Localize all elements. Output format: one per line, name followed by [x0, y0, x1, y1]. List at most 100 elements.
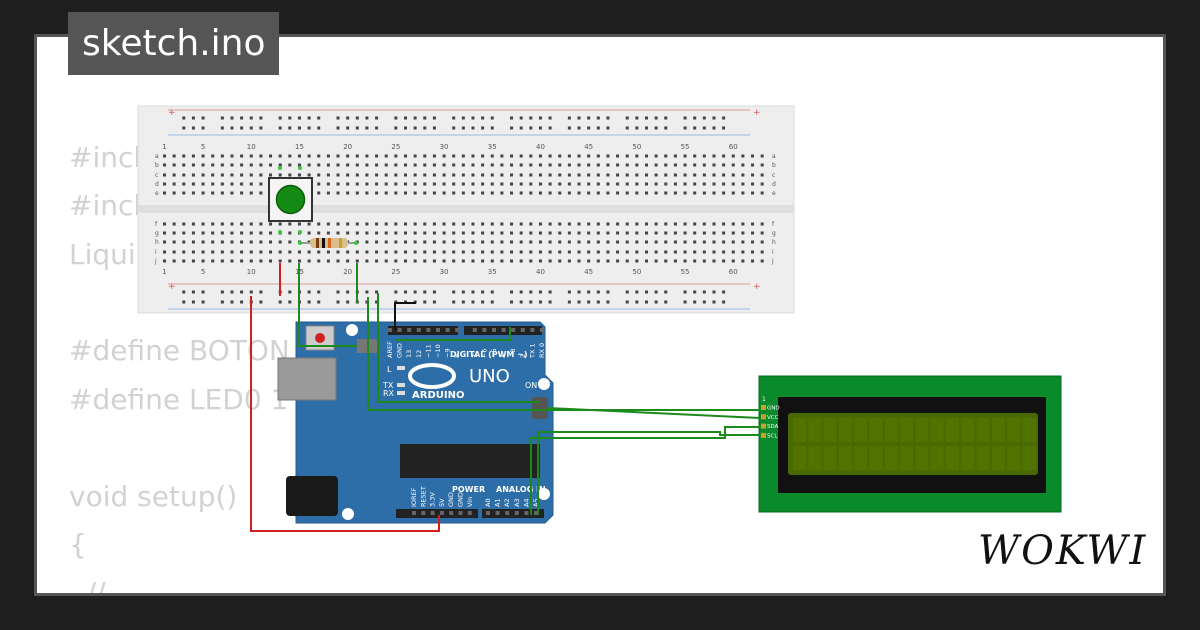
breadboard-hole[interactable] — [163, 222, 166, 226]
breadboard-hole[interactable] — [220, 191, 224, 195]
breadboard-hole[interactable] — [240, 191, 244, 195]
breadboard-hole[interactable] — [278, 163, 282, 167]
breadboard-hole[interactable] — [635, 191, 639, 195]
breadboard-hole[interactable] — [471, 231, 475, 235]
breadboard-hole[interactable] — [220, 250, 224, 254]
breadboard-hole[interactable] — [240, 182, 244, 186]
breadboard-hole[interactable] — [182, 300, 186, 304]
breadboard-hole[interactable] — [326, 163, 330, 167]
breadboard-hole[interactable] — [336, 222, 340, 226]
breadboard-hole[interactable] — [461, 126, 465, 130]
breadboard-hole[interactable] — [510, 116, 514, 120]
breadboard-hole[interactable] — [577, 250, 581, 254]
breadboard-hole[interactable] — [587, 250, 591, 254]
breadboard-hole[interactable] — [201, 154, 205, 158]
breadboard-hole[interactable] — [240, 173, 244, 177]
breadboard-hole[interactable] — [211, 250, 215, 254]
breadboard-hole[interactable] — [683, 250, 687, 254]
breadboard-hole[interactable] — [182, 259, 186, 263]
breadboard-hole[interactable] — [606, 300, 610, 304]
breadboard-hole[interactable] — [510, 250, 514, 254]
breadboard-hole[interactable] — [220, 116, 224, 120]
breadboard-hole[interactable] — [452, 126, 456, 130]
resistor[interactable] — [298, 238, 358, 248]
breadboard-hole[interactable] — [664, 173, 668, 177]
breadboard-hole[interactable] — [712, 290, 716, 294]
breadboard-hole[interactable] — [635, 182, 639, 186]
breadboard-hole[interactable] — [577, 259, 581, 263]
breadboard-hole[interactable] — [538, 182, 542, 186]
breadboard-hole[interactable] — [702, 116, 706, 120]
breadboard-hole[interactable] — [317, 126, 321, 130]
breadboard-hole[interactable] — [461, 259, 465, 263]
breadboard-hole[interactable] — [413, 163, 417, 167]
breadboard-hole[interactable] — [230, 191, 234, 195]
breadboard-hole[interactable] — [172, 154, 176, 158]
breadboard-hole[interactable] — [317, 116, 321, 120]
breadboard-hole[interactable] — [394, 231, 398, 235]
breadboard-hole[interactable] — [741, 154, 745, 158]
breadboard-hole[interactable] — [587, 191, 591, 195]
breadboard-hole[interactable] — [346, 250, 350, 254]
breadboard-hole[interactable] — [510, 191, 514, 195]
breadboard-hole[interactable] — [645, 191, 648, 195]
breadboard-hole[interactable] — [625, 173, 629, 177]
breadboard-hole[interactable] — [760, 259, 764, 263]
breadboard-hole[interactable] — [230, 290, 234, 294]
breadboard-hole[interactable] — [760, 250, 764, 254]
breadboard-hole[interactable] — [529, 173, 533, 177]
header-pin[interactable] — [388, 328, 392, 332]
breadboard-hole[interactable] — [297, 154, 301, 158]
breadboard-hole[interactable] — [269, 250, 273, 254]
lcd-pin[interactable] — [761, 432, 766, 438]
breadboard-hole[interactable] — [567, 250, 571, 254]
breadboard-hole[interactable] — [654, 163, 658, 167]
breadboard-hole[interactable] — [307, 126, 311, 130]
breadboard-hole[interactable] — [191, 154, 195, 158]
breadboard-hole[interactable] — [307, 163, 311, 167]
breadboard-hole[interactable] — [645, 240, 648, 244]
breadboard-hole[interactable] — [625, 126, 629, 130]
header-pin[interactable] — [421, 511, 426, 515]
breadboard-hole[interactable] — [163, 154, 166, 158]
breadboard-hole[interactable] — [163, 173, 166, 177]
breadboard-hole[interactable] — [577, 116, 581, 120]
breadboard-hole[interactable] — [317, 173, 321, 177]
breadboard-hole[interactable] — [191, 182, 195, 186]
breadboard-hole[interactable] — [481, 290, 485, 294]
breadboard-hole[interactable] — [191, 126, 195, 130]
breadboard-hole[interactable] — [500, 240, 504, 244]
breadboard-hole[interactable] — [529, 182, 533, 186]
breadboard-hole[interactable] — [481, 240, 485, 244]
breadboard-hole[interactable] — [423, 250, 427, 254]
breadboard-hole[interactable] — [201, 182, 205, 186]
breadboard-hole[interactable] — [538, 231, 542, 235]
breadboard-hole[interactable] — [481, 250, 485, 254]
breadboard-hole[interactable] — [693, 154, 697, 158]
breadboard-hole[interactable] — [645, 163, 648, 167]
breadboard-hole[interactable] — [741, 182, 745, 186]
breadboard-hole[interactable] — [432, 240, 436, 244]
breadboard-hole[interactable] — [722, 250, 726, 254]
breadboard-hole[interactable] — [404, 182, 407, 186]
breadboard-hole[interactable] — [606, 116, 610, 120]
breadboard-hole[interactable] — [375, 250, 379, 254]
breadboard-hole[interactable] — [645, 250, 648, 254]
breadboard-hole[interactable] — [548, 300, 552, 304]
breadboard-hole[interactable] — [519, 250, 523, 254]
breadboard-hole[interactable] — [606, 222, 610, 226]
breadboard-hole[interactable] — [548, 191, 552, 195]
breadboard-hole[interactable] — [249, 126, 253, 130]
breadboard-hole[interactable] — [375, 173, 379, 177]
breadboard-hole[interactable] — [471, 240, 475, 244]
breadboard-hole[interactable] — [172, 222, 176, 226]
breadboard-hole[interactable] — [500, 163, 504, 167]
breadboard-hole[interactable] — [751, 222, 755, 226]
breadboard-hole[interactable] — [741, 191, 745, 195]
breadboard-hole[interactable] — [712, 163, 716, 167]
breadboard-hole[interactable] — [625, 163, 629, 167]
breadboard-hole[interactable] — [722, 259, 726, 263]
breadboard-hole[interactable] — [442, 222, 446, 226]
header-pin[interactable] — [472, 328, 477, 332]
header-pin[interactable] — [449, 511, 454, 515]
